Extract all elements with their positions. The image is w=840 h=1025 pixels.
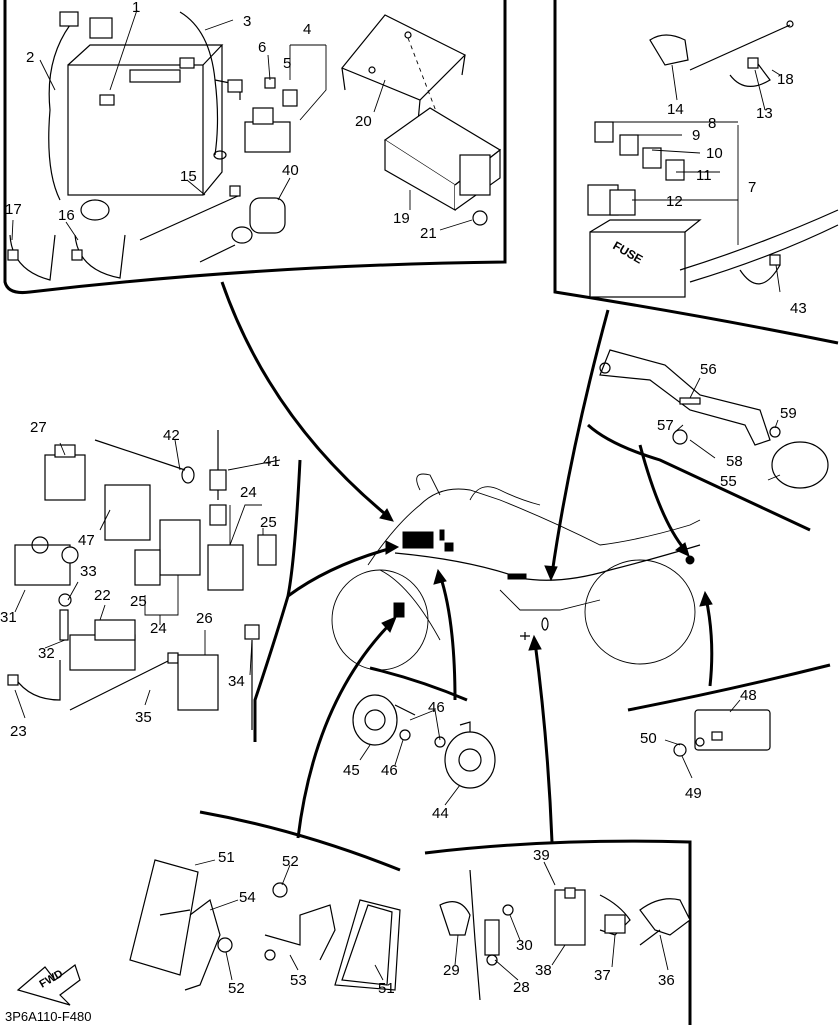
callout-45: 45 bbox=[343, 762, 360, 779]
bracket-56-group bbox=[599, 349, 829, 489]
callout-25b: 25 bbox=[130, 593, 147, 610]
reflector-group-bottom bbox=[129, 859, 401, 991]
callout-51: 51 bbox=[218, 849, 235, 866]
callout-38: 38 bbox=[535, 962, 552, 979]
callout-36: 36 bbox=[658, 972, 675, 989]
callout-24b: 24 bbox=[150, 620, 167, 637]
callout-56: 56 bbox=[700, 361, 717, 378]
callout-8: 8 bbox=[708, 115, 716, 132]
callout-40: 40 bbox=[282, 162, 299, 179]
battery-group bbox=[48, 11, 243, 221]
leader-arrows bbox=[220, 281, 714, 843]
callout-46b: 46 bbox=[381, 762, 398, 779]
callout-23: 23 bbox=[10, 723, 27, 740]
callout-54: 54 bbox=[239, 889, 256, 906]
callout-41: 41 bbox=[263, 453, 280, 470]
wire-band-15 bbox=[139, 185, 241, 241]
callout-55: 55 bbox=[720, 473, 737, 490]
callout-28: 28 bbox=[513, 979, 530, 996]
callout-2: 2 bbox=[26, 49, 34, 66]
callout-20: 20 bbox=[355, 113, 372, 130]
horn-group bbox=[352, 694, 496, 789]
callout-47: 47 bbox=[78, 532, 95, 549]
callout-21: 21 bbox=[420, 225, 437, 242]
callout-50: 50 bbox=[640, 730, 657, 747]
callout-16: 16 bbox=[58, 207, 75, 224]
callout-11: 11 bbox=[696, 167, 712, 184]
ignition-socket bbox=[199, 197, 286, 263]
callout-17: 17 bbox=[5, 201, 22, 218]
callout-52b: 52 bbox=[228, 980, 245, 997]
battery bbox=[67, 64, 204, 196]
callout-46: 46 bbox=[428, 699, 445, 716]
callout-27: 27 bbox=[30, 419, 47, 436]
clamps-16-17 bbox=[7, 234, 126, 281]
callout-31: 31 bbox=[0, 609, 17, 626]
callout-5: 5 bbox=[283, 55, 291, 72]
callout-29: 29 bbox=[443, 962, 460, 979]
callout-49: 49 bbox=[685, 785, 702, 802]
cdi-unit bbox=[383, 107, 502, 226]
callout-59: 59 bbox=[780, 405, 797, 422]
callout-numbers: 1 2 3 4 5 6 7 8 9 10 11 12 13 14 15 16 1… bbox=[0, 0, 807, 997]
callout-51b: 51 bbox=[378, 980, 395, 997]
switch-group-bottom bbox=[439, 869, 691, 1001]
callout-58: 58 bbox=[726, 453, 743, 470]
callout-9: 9 bbox=[692, 127, 700, 144]
callout-42: 42 bbox=[163, 427, 180, 444]
callout-39: 39 bbox=[533, 847, 550, 864]
fuse-group bbox=[587, 20, 839, 298]
callout-1: 1 bbox=[132, 0, 140, 16]
relay-group bbox=[7, 430, 277, 730]
callout-57: 57 bbox=[657, 417, 674, 434]
callout-leaders bbox=[11, 9, 781, 981]
callout-15: 15 bbox=[180, 168, 197, 185]
fwd-arrow-icon: FWD bbox=[16, 964, 81, 1006]
callout-44: 44 bbox=[432, 805, 449, 822]
starter-relay bbox=[244, 77, 298, 153]
callout-4: 4 bbox=[303, 21, 311, 38]
callout-12: 12 bbox=[666, 193, 683, 210]
callout-26: 26 bbox=[196, 610, 213, 627]
callout-18: 18 bbox=[777, 71, 794, 88]
callout-13: 13 bbox=[756, 105, 773, 122]
callout-10: 10 bbox=[706, 145, 723, 162]
callout-30: 30 bbox=[516, 937, 533, 954]
fuse-box bbox=[589, 231, 686, 298]
callout-43: 43 bbox=[790, 300, 807, 317]
diagram-code: 3P6A110-F480 bbox=[5, 1009, 92, 1024]
callout-32: 32 bbox=[38, 645, 55, 662]
motorcycle-outline bbox=[331, 473, 701, 671]
callout-14: 14 bbox=[667, 101, 684, 118]
callout-22: 22 bbox=[94, 587, 111, 604]
callout-3: 3 bbox=[243, 13, 251, 30]
callout-7: 7 bbox=[748, 179, 756, 196]
callout-19: 19 bbox=[393, 210, 410, 227]
callout-37: 37 bbox=[594, 967, 611, 984]
callout-34: 34 bbox=[228, 673, 245, 690]
callout-24: 24 bbox=[240, 484, 257, 501]
callout-48: 48 bbox=[740, 687, 757, 704]
callout-25: 25 bbox=[260, 514, 277, 531]
callout-52: 52 bbox=[282, 853, 299, 870]
callout-6: 6 bbox=[258, 39, 266, 56]
group-frames bbox=[3, 0, 839, 1025]
callout-33: 33 bbox=[80, 563, 97, 580]
reflector-48 bbox=[673, 709, 771, 757]
callout-35: 35 bbox=[135, 709, 152, 726]
callout-53: 53 bbox=[290, 972, 307, 989]
